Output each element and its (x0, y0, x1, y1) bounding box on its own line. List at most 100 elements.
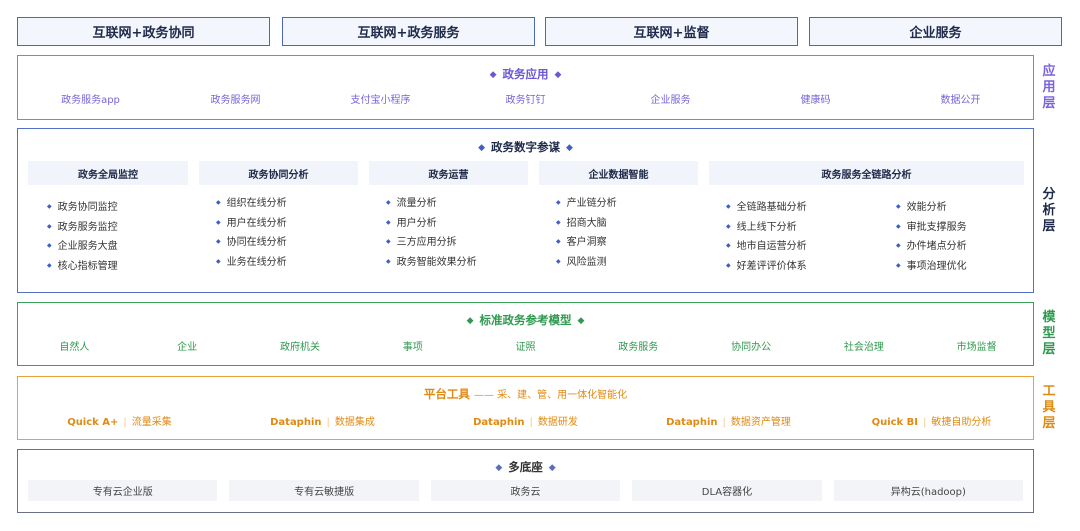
list-full-chain-left: 全链路基础分析 线上线下分析 地市自运营分析 好差评评价体系 (726, 197, 807, 275)
app-item[interactable]: 健康码 (800, 95, 831, 106)
app-item[interactable]: 政务服务app (61, 95, 120, 106)
side-label-analysis: 分析层 (1042, 186, 1056, 234)
list-item[interactable]: 产业链分析 (556, 193, 617, 213)
col-head-enterprise-intel: 企业数据智能 (539, 161, 698, 185)
dot-icon: ◆ (478, 143, 485, 153)
base-item[interactable]: 政务云 (430, 480, 621, 501)
col-head-global-monitor: 政务全局监控 (28, 161, 188, 185)
list-enterprise-intel: 产业链分析 招商大脑 客户洞察 风险监测 (556, 193, 617, 271)
list-item[interactable]: 政务协同监控 (47, 197, 118, 217)
model-items: 自然人 企业 政府机关 事项 证照 政务服务 协同办公 社会治理 市场监督 (18, 338, 1033, 353)
list-item[interactable]: 全链路基础分析 (726, 197, 807, 217)
list-item[interactable]: 用户分析 (386, 213, 477, 233)
tool-item[interactable]: Dataphin|数据研发 (424, 413, 627, 428)
list-item[interactable]: 好差评评价体系 (726, 256, 807, 276)
app-items: 政务服务app 政务服务网 支付宝小程序 政务钉钉 企业服务 健康码 数据公开 (18, 91, 1033, 106)
model-layer-panel: ◆标准政务参考模型◆ 自然人 企业 政府机关 事项 证照 政务服务 协同办公 社… (17, 302, 1034, 366)
model-item[interactable]: 企业 (177, 342, 198, 353)
dot-icon: ◆ (566, 143, 573, 153)
model-item[interactable]: 政府机关 (279, 342, 320, 353)
tab-internet-supervision[interactable]: 互联网+监督 (545, 17, 798, 46)
dot-icon: ◆ (577, 316, 585, 326)
list-item[interactable]: 用户在线分析 (216, 213, 287, 233)
list-collab-analysis: 组织在线分析 用户在线分析 协同在线分析 业务在线分析 (216, 193, 287, 271)
tool-item[interactable]: Quick A+ | 流量采集 (18, 413, 221, 428)
base-item[interactable]: 专有云敏捷版 (229, 480, 419, 501)
list-item[interactable]: 核心指标管理 (47, 256, 118, 276)
list-item[interactable]: 政务智能效果分析 (386, 252, 477, 272)
model-item[interactable]: 证照 (515, 342, 536, 353)
tool-items: Quick A+|流量采集 Dataphin|数据集成 Dataphin|数据研… (18, 413, 1033, 428)
side-label-app: 应用层 (1042, 63, 1056, 111)
list-item[interactable]: 风险监测 (556, 252, 617, 272)
col-head-collab-analysis: 政务协同分析 (199, 161, 358, 185)
list-item[interactable]: 效能分析 (896, 197, 967, 217)
dot-icon: ◆ (466, 316, 474, 326)
tool-item[interactable]: Dataphin|数据集成 (221, 413, 424, 428)
base-item[interactable]: DLA容器化 (632, 480, 822, 501)
dot-icon: ◆ (548, 463, 556, 473)
analysis-layer-panel: ◆政务数字参谋◆ 政务全局监控 政务协同分析 政务运营 企业数据智能 政务服务全… (17, 128, 1034, 293)
dot-icon: ◆ (554, 70, 562, 80)
separator: | (722, 417, 726, 428)
col-head-full-chain: 政务服务全链路分析 (709, 161, 1024, 185)
list-item[interactable]: 三方应用分拆 (386, 232, 477, 252)
model-item[interactable]: 市场监督 (956, 342, 997, 353)
tool-desc: 数据资产管理 (730, 417, 791, 428)
model-item[interactable]: 政务服务 (618, 342, 659, 353)
tools-layer-panel: 平台工具 —— 采、建、管、用一体化智能化 Quick A+ | 流量采集 Data… (17, 376, 1034, 440)
base-item[interactable]: 异构云(hadoop) (833, 480, 1024, 501)
tool-item[interactable]: Dataphin | 数据资产管理 (627, 413, 830, 428)
list-item[interactable]: 办件堵点分析 (896, 236, 967, 256)
list-item[interactable]: 流量分析 (386, 193, 477, 213)
model-item[interactable]: 协同办公 (731, 342, 772, 353)
tab-internet-gov-collab[interactable]: 互联网+政务协同 (17, 17, 270, 46)
tool-name: Dataphin (666, 417, 718, 428)
tool-name: Dataphin (473, 417, 525, 428)
tab-internet-gov-service[interactable]: 互联网+政务服务 (282, 17, 535, 46)
analysis-layer-title: ◆政务数字参谋◆ (18, 139, 1033, 155)
list-item[interactable]: 招商大脑 (556, 213, 617, 233)
side-label-model: 模型层 (1042, 310, 1056, 357)
list-item[interactable]: 客户洞察 (556, 232, 617, 252)
app-item[interactable]: 企业服务 (650, 95, 691, 106)
app-item[interactable]: 数据公开 (940, 95, 981, 106)
tab-enterprise-service[interactable]: 企业服务 (809, 17, 1062, 46)
model-layer-title: ◆标准政务参考模型◆ (18, 312, 1033, 328)
list-item[interactable]: 企业服务大盘 (47, 236, 118, 256)
list-item[interactable]: 事项治理优化 (896, 256, 967, 276)
separator: | (123, 417, 127, 428)
dot-icon: ◆ (495, 463, 503, 473)
base-items: 专有云企业版 专有云敏捷版 政务云 DLA容器化 异构云(hadoop) (28, 480, 1024, 501)
list-item[interactable]: 组织在线分析 (216, 193, 287, 213)
base-item[interactable]: 专有云企业版 (28, 480, 218, 501)
list-item[interactable]: 审批支撑服务 (896, 217, 967, 237)
application-layer-panel: ◆政务应用◆ 政务服务app 政务服务网 支付宝小程序 政务钉钉 企业服务 健康… (17, 55, 1034, 120)
model-item[interactable]: 自然人 (59, 342, 90, 353)
model-item[interactable]: 事项 (402, 342, 423, 353)
app-item[interactable]: 政务钉钉 (505, 95, 546, 106)
app-layer-title: ◆政务应用◆ (18, 66, 1033, 82)
tool-desc: 数据集成 (334, 417, 375, 428)
list-item[interactable]: 线上线下分析 (726, 217, 807, 237)
model-item[interactable]: 社会治理 (843, 342, 884, 353)
list-item[interactable]: 业务在线分析 (216, 252, 287, 272)
tool-desc: 流量采集 (131, 417, 172, 428)
separator: | (529, 417, 533, 428)
base-layer-title: ◆多底座◆ (18, 459, 1033, 475)
list-full-chain-right: 效能分析 审批支撑服务 办件堵点分析 事项治理优化 (896, 197, 967, 275)
tools-layer-title: 平台工具 —— 采、建、管、用一体化智能化 (423, 387, 628, 401)
dot-icon: ◆ (489, 70, 497, 80)
list-item[interactable]: 协同在线分析 (216, 232, 287, 252)
col-head-operations: 政务运营 (369, 161, 528, 185)
tool-item[interactable]: Quick BI|敏捷自助分析 (830, 413, 1033, 428)
list-item[interactable]: 地市自运营分析 (726, 236, 807, 256)
side-label-tools: 工具层 (1042, 384, 1056, 431)
app-item[interactable]: 支付宝小程序 (350, 95, 411, 106)
tool-name: Quick A+ (67, 417, 119, 428)
list-global-monitor: 政务协同监控 政务服务监控 企业服务大盘 核心指标管理 (47, 197, 118, 275)
tools-layer-subtitle: —— 采、建、管、用一体化智能化 (473, 390, 628, 401)
list-item[interactable]: 政务服务监控 (47, 217, 118, 237)
app-item[interactable]: 政务服务网 (210, 95, 261, 106)
separator: | (923, 417, 927, 428)
